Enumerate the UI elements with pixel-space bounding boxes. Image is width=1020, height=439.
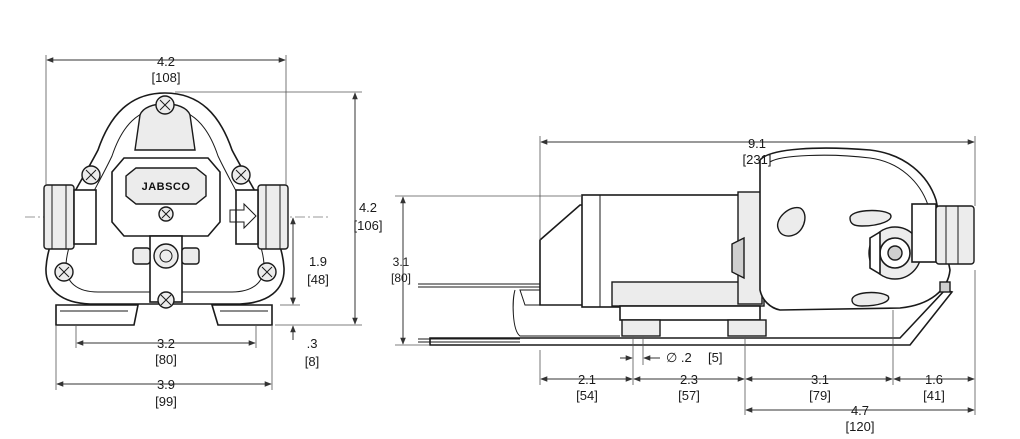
port-height-in: 1.9	[309, 254, 327, 269]
motor-end-cap	[539, 204, 586, 306]
top-lobe	[134, 103, 196, 151]
side-height-in: 3.1	[393, 255, 410, 269]
dim-4-in: 1.6	[925, 372, 943, 387]
side-height-mm: [80]	[391, 271, 411, 285]
screw-icon	[157, 291, 175, 309]
side-view: 9.1 [231] 3.1 [80] ∅ .2 [5] 2.1 [54] 2.3…	[391, 136, 976, 434]
inlet-port-body	[73, 189, 97, 245]
dim-5-in: 4.7	[851, 403, 869, 418]
jabsco-logo: JABSCO	[142, 181, 191, 193]
dim-1-mm: [54]	[576, 388, 598, 403]
front-width-in: 4.2	[157, 54, 175, 69]
pressure-switch	[153, 243, 179, 269]
outlet-port	[257, 184, 289, 250]
right-foot	[210, 304, 273, 326]
base-width-in: 3.9	[157, 377, 175, 392]
logo-plate	[125, 167, 207, 205]
dim-3-in: 3.1	[811, 372, 829, 387]
dim-2-in: 2.3	[680, 372, 698, 387]
vent-slot	[776, 206, 806, 237]
front-height-mm: [106]	[354, 218, 383, 233]
dim-4-mm: [41]	[923, 388, 945, 403]
vent-slot	[851, 291, 890, 307]
grommet-mount	[619, 305, 761, 321]
port-nut	[935, 205, 975, 265]
outlet-port-body	[235, 189, 259, 245]
screw-icon	[155, 95, 175, 115]
vent-slot	[849, 209, 892, 227]
screw-icon	[231, 165, 251, 185]
flow-arrow-icon	[229, 202, 257, 230]
dim-2-mm: [57]	[678, 388, 700, 403]
mount-bracket	[512, 289, 620, 337]
foot-thickness-in: .3	[307, 336, 318, 351]
left-foot	[55, 304, 139, 326]
front-view: JABSCO	[25, 54, 382, 409]
mount-spacing-mm: [80]	[155, 352, 177, 367]
mount-spacing-in: 3.2	[157, 336, 175, 351]
dim-1-in: 2.1	[578, 372, 596, 387]
screw-icon	[257, 262, 277, 282]
length-mm: [231]	[743, 152, 772, 167]
pressure-switch-column	[149, 235, 183, 303]
screw-icon	[158, 206, 174, 222]
length-in: 9.1	[748, 136, 766, 151]
inlet-port	[43, 184, 75, 250]
dim-3-mm: [79]	[809, 388, 831, 403]
front-height-in: 4.2	[359, 200, 377, 215]
dim-5-mm: [120]	[846, 419, 875, 434]
base-width-mm: [99]	[155, 394, 177, 409]
hole-diameter-in: ∅ .2	[666, 350, 692, 365]
front-width-mm: [108]	[152, 70, 181, 85]
screw-icon	[54, 262, 74, 282]
port-height-mm: [48]	[307, 272, 329, 287]
port-fitting	[911, 203, 937, 263]
foot-thickness-mm: [8]	[305, 354, 319, 369]
hole-diameter-mm: [5]	[708, 350, 722, 365]
screw-icon	[81, 165, 101, 185]
